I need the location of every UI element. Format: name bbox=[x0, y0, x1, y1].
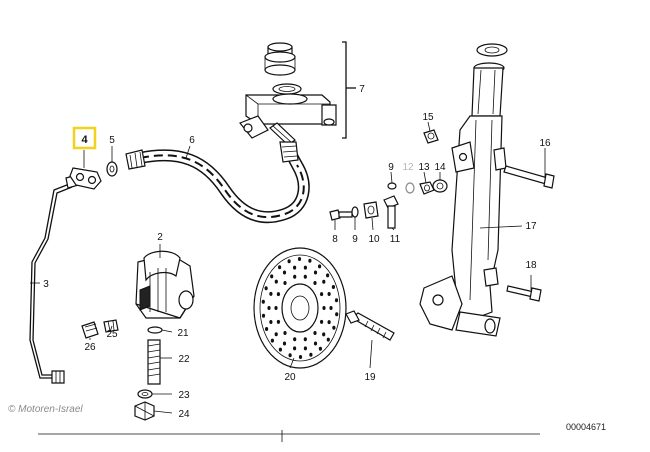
caliper-small-parts-drawing[interactable] bbox=[81, 319, 163, 421]
bolt-19-drawing[interactable] bbox=[345, 310, 395, 341]
part-label-12[interactable]: 12 bbox=[402, 162, 414, 173]
disc-drill-hole bbox=[334, 298, 339, 303]
part-label-15[interactable]: 15 bbox=[422, 112, 434, 123]
part-label-6[interactable]: 6 bbox=[189, 135, 195, 146]
disc-drill-hole bbox=[327, 320, 331, 325]
disc-drill-hole bbox=[313, 281, 317, 285]
disc-drill-hole bbox=[293, 265, 297, 270]
part-label-17[interactable]: 17 bbox=[525, 221, 537, 232]
part-label-22[interactable]: 22 bbox=[178, 354, 190, 365]
disc-drill-hole bbox=[293, 274, 297, 279]
disc-drill-hole bbox=[326, 337, 330, 342]
disc-drill-hole bbox=[326, 273, 330, 278]
disc-drill-hole bbox=[322, 279, 326, 284]
disc-drill-hole bbox=[303, 274, 307, 279]
part-label-9-lower[interactable]: 9 bbox=[352, 234, 358, 245]
disc-drill-hole bbox=[329, 306, 333, 310]
disc-drill-hole bbox=[313, 331, 317, 335]
disc-drill-hole bbox=[309, 352, 313, 357]
part-label-3[interactable]: 3 bbox=[43, 279, 49, 290]
disc-drill-hole bbox=[261, 299, 265, 304]
disc-drill-hole bbox=[270, 274, 274, 279]
disc-drill-hole bbox=[308, 258, 312, 263]
disc-drill-hole bbox=[298, 355, 303, 359]
part-label-26[interactable]: 26 bbox=[84, 342, 96, 353]
disc-drill-hole bbox=[269, 291, 273, 296]
disc-drill-hole bbox=[276, 292, 280, 297]
disc-drill-hole bbox=[288, 353, 292, 358]
part-label-19[interactable]: 19 bbox=[364, 372, 376, 383]
disc-drill-hole bbox=[335, 312, 339, 317]
part-label-23[interactable]: 23 bbox=[178, 390, 190, 401]
disc-drill-hole bbox=[261, 313, 266, 318]
disc-drill-hole bbox=[274, 306, 278, 310]
part-4-highlight-box[interactable] bbox=[72, 126, 97, 150]
brake-caliper-drawing[interactable] bbox=[135, 250, 195, 319]
disc-drill-hole bbox=[303, 346, 307, 351]
disc-drill-hole bbox=[282, 270, 287, 275]
disc-drill-hole bbox=[297, 257, 302, 261]
part-label-16[interactable]: 16 bbox=[539, 138, 551, 149]
part-label-2[interactable]: 2 bbox=[157, 232, 163, 243]
disc-drill-hole bbox=[303, 337, 307, 342]
disc-drill-hole bbox=[274, 279, 278, 284]
disc-drill-hole bbox=[287, 259, 291, 264]
mounting-small-parts-drawing[interactable] bbox=[329, 129, 448, 229]
disc-drill-hole bbox=[322, 306, 326, 310]
part-label-14[interactable]: 14 bbox=[434, 162, 446, 173]
disc-drill-hole bbox=[264, 286, 268, 291]
part-5-drawing[interactable] bbox=[106, 161, 118, 177]
disc-drill-hole bbox=[303, 265, 307, 270]
part-label-9-upper[interactable]: 9 bbox=[388, 162, 394, 173]
part-4-drawing[interactable] bbox=[69, 167, 102, 190]
part-label-5[interactable]: 5 bbox=[109, 135, 115, 146]
part-labels: 4 5 6 7 15 16 9 12 13 14 8 9 10 11 17 2 … bbox=[43, 84, 551, 420]
part-label-18[interactable]: 18 bbox=[525, 260, 537, 271]
copyright-text: © Motoren-Israel bbox=[8, 404, 83, 415]
disc-drill-hole bbox=[313, 341, 318, 346]
disc-drill-hole bbox=[332, 325, 336, 330]
leader-lines bbox=[30, 121, 546, 414]
disc-drill-hole bbox=[293, 346, 297, 351]
disc-drill-hole bbox=[320, 319, 324, 324]
part-label-24[interactable]: 24 bbox=[178, 409, 190, 420]
disc-drill-hole bbox=[270, 338, 274, 343]
disc-drill-hole bbox=[278, 265, 282, 270]
part-label-25[interactable]: 25 bbox=[106, 329, 118, 340]
disc-drill-hole bbox=[327, 292, 331, 296]
disc-drill-hole bbox=[320, 292, 324, 297]
disc-drill-hole bbox=[282, 341, 287, 346]
brake-disc-drawing[interactable] bbox=[253, 247, 347, 369]
disc-drill-hole bbox=[283, 281, 287, 285]
disc-drill-hole bbox=[278, 347, 282, 352]
document-number: 00004671 bbox=[566, 422, 606, 432]
master-cylinder-drawing[interactable] bbox=[239, 41, 356, 146]
bottom-rule bbox=[38, 430, 540, 442]
disc-drill-hole bbox=[318, 264, 322, 269]
disc-drill-hole bbox=[318, 346, 322, 351]
disc-drill-hole bbox=[313, 270, 318, 275]
part-label-7[interactable]: 7 bbox=[359, 84, 365, 95]
part-label-21[interactable]: 21 bbox=[177, 328, 189, 339]
fork-slider-drawing[interactable] bbox=[419, 43, 555, 337]
disc-drill-hole bbox=[331, 285, 335, 289]
disc-drill-hole bbox=[293, 337, 297, 342]
disc-drill-hole bbox=[267, 306, 271, 310]
brake-line-drawing[interactable] bbox=[29, 173, 83, 384]
disc-drill-hole bbox=[283, 331, 287, 335]
disc-drill-hole bbox=[265, 327, 269, 331]
disc-drill-hole bbox=[269, 320, 273, 324]
disc-drill-hole bbox=[276, 319, 280, 324]
disc-drill-hole bbox=[322, 332, 326, 337]
part-label-11[interactable]: 11 bbox=[390, 234, 401, 245]
disc-drill-hole bbox=[274, 332, 278, 337]
part-label-20[interactable]: 20 bbox=[284, 372, 296, 383]
part-label-10[interactable]: 10 bbox=[368, 234, 380, 245]
part-label-13[interactable]: 13 bbox=[418, 162, 430, 173]
part-label-8[interactable]: 8 bbox=[332, 234, 338, 245]
brake-hose-drawing[interactable] bbox=[125, 141, 310, 224]
part-label-4[interactable]: 4 bbox=[81, 134, 88, 146]
